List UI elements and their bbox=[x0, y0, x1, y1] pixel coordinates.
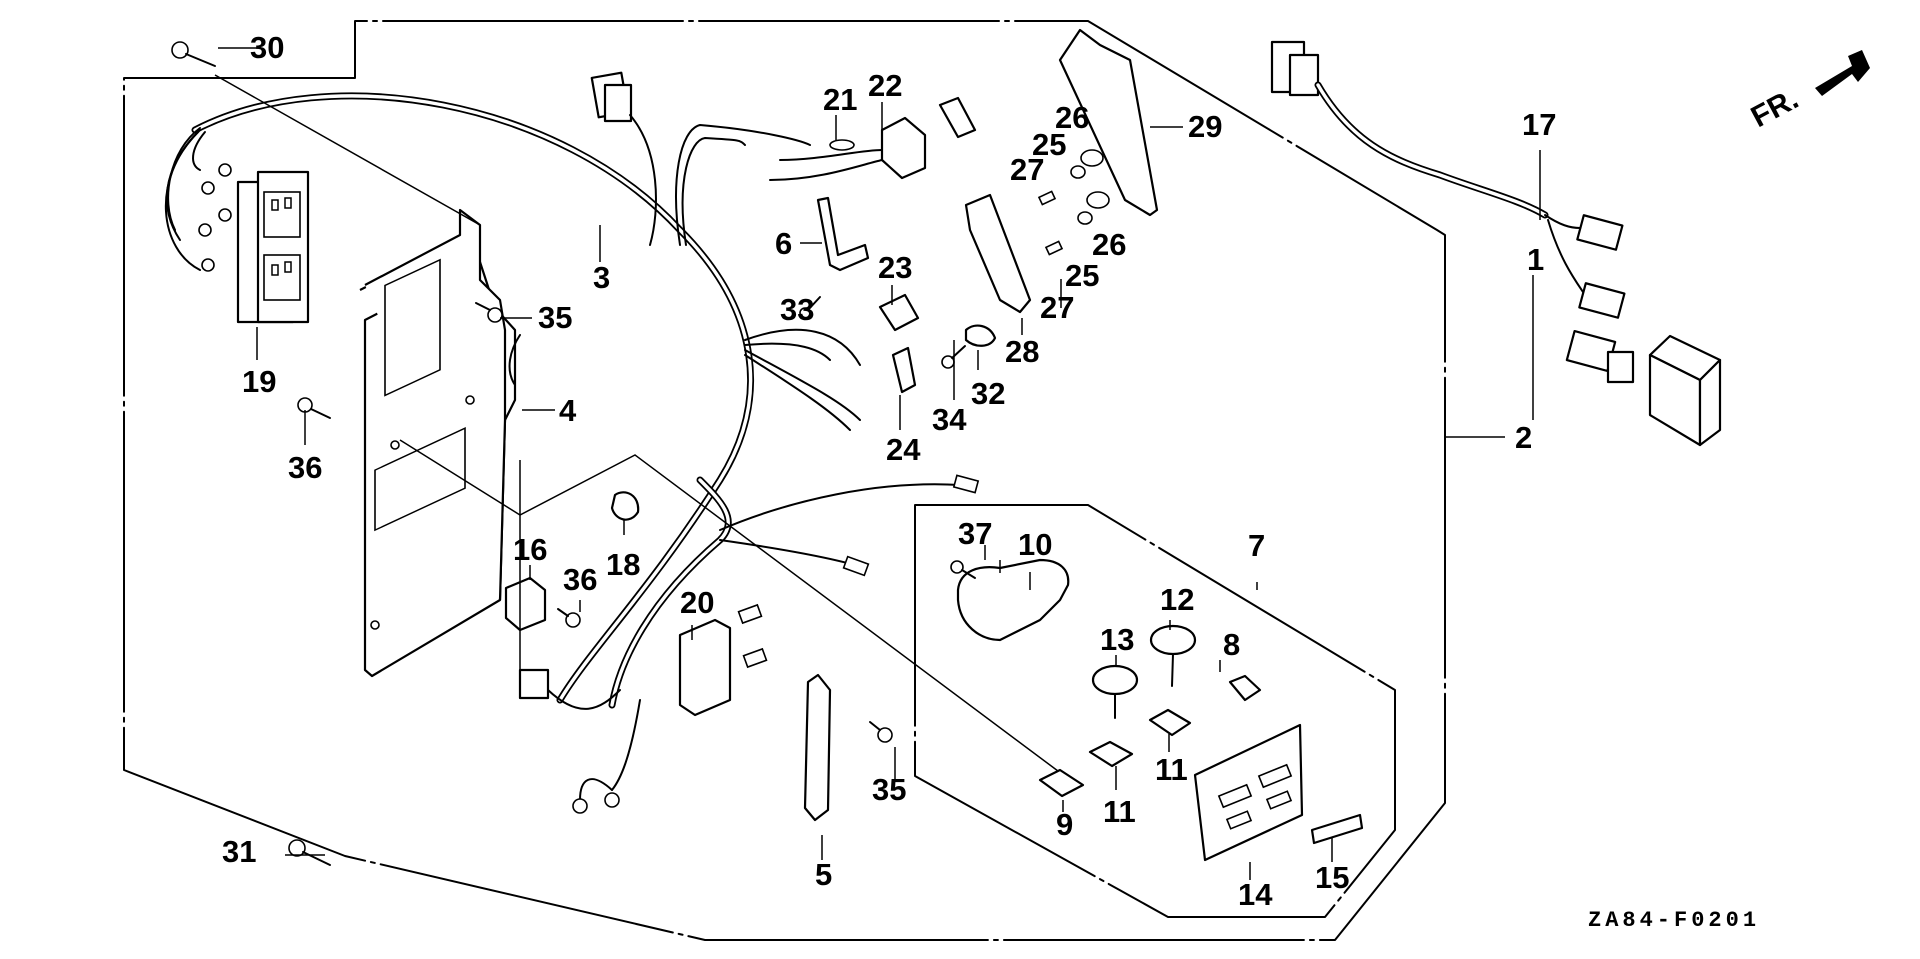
bolt-31 bbox=[288, 839, 331, 866]
callout-29: 29 bbox=[1188, 109, 1222, 144]
receptacle-holder bbox=[956, 558, 1070, 642]
condenser bbox=[678, 603, 768, 717]
callout-11a: 11 bbox=[1155, 752, 1188, 787]
callout-17: 17 bbox=[1522, 107, 1556, 142]
stay-bracket bbox=[803, 673, 832, 822]
callout-34: 34 bbox=[932, 402, 967, 437]
leader-receptacle bbox=[399, 439, 1071, 781]
subassembly-boundary bbox=[914, 504, 1396, 918]
callout-15: 15 bbox=[1315, 860, 1349, 895]
callout-37: 37 bbox=[958, 516, 992, 551]
wire-harness bbox=[165, 71, 980, 814]
callout-6: 6 bbox=[775, 226, 792, 261]
arrow-front-icon bbox=[1815, 50, 1870, 96]
callout-7: 7 bbox=[1248, 528, 1265, 563]
square-washer-11a bbox=[1148, 708, 1192, 737]
micro-switch-24 bbox=[891, 346, 917, 394]
callout-35b: 35 bbox=[872, 772, 906, 807]
button-seal-set bbox=[1037, 149, 1110, 256]
callout-19: 19 bbox=[242, 364, 276, 399]
screw-33 bbox=[799, 296, 821, 319]
callout-27a: 27 bbox=[1010, 152, 1044, 187]
callout-12: 12 bbox=[1160, 582, 1194, 617]
callout-25a: 25 bbox=[1032, 127, 1066, 162]
callout-leaders bbox=[218, 47, 1541, 880]
screw-35a bbox=[475, 302, 503, 323]
clip-nut-8 bbox=[1228, 674, 1262, 702]
callout-23: 23 bbox=[878, 250, 912, 285]
front-direction-indicator: FR. bbox=[1746, 50, 1870, 134]
square-washer-11b bbox=[1088, 740, 1134, 768]
bolt-30 bbox=[171, 41, 216, 67]
callout-labels: 1 2 3 4 5 6 7 8 9 10 11 11 12 13 14 15 1… bbox=[222, 30, 1556, 912]
receptacle bbox=[1193, 723, 1304, 862]
lamp-lens bbox=[938, 96, 977, 139]
callout-8: 8 bbox=[1223, 627, 1240, 662]
callout-36a: 36 bbox=[288, 450, 322, 485]
harness-clamp bbox=[610, 491, 640, 521]
ac-receptacle bbox=[236, 170, 310, 324]
knob-screw-12 bbox=[1149, 624, 1197, 687]
callout-33: 33 bbox=[780, 292, 814, 327]
callout-4: 4 bbox=[559, 393, 577, 428]
callout-26a: 26 bbox=[1055, 100, 1089, 135]
callout-36b: 36 bbox=[563, 562, 597, 597]
regulator-unit bbox=[1565, 329, 1722, 447]
callout-1: 1 bbox=[1527, 242, 1544, 277]
leader-30 bbox=[214, 74, 481, 226]
callout-3: 3 bbox=[593, 260, 610, 295]
callout-31: 31 bbox=[222, 834, 256, 869]
callout-27b: 27 bbox=[1040, 290, 1074, 325]
clip-nut-9 bbox=[1038, 768, 1085, 798]
cord-clamp bbox=[964, 324, 997, 347]
switch-cover bbox=[1058, 28, 1159, 217]
assembly-boundary bbox=[123, 20, 1446, 941]
screw-36a bbox=[297, 397, 331, 419]
callout-25b: 25 bbox=[1065, 258, 1099, 293]
callout-5: 5 bbox=[815, 857, 832, 892]
micro-switch-23 bbox=[878, 293, 920, 332]
callout-10: 10 bbox=[1018, 527, 1052, 562]
callout-14: 14 bbox=[1238, 877, 1273, 912]
callout-16: 16 bbox=[513, 532, 547, 567]
callout-13: 13 bbox=[1100, 622, 1134, 657]
callout-18: 18 bbox=[606, 547, 640, 582]
callout-32: 32 bbox=[971, 376, 1005, 411]
switch-stay bbox=[816, 196, 870, 272]
callout-24: 24 bbox=[886, 432, 921, 467]
callout-30: 30 bbox=[250, 30, 284, 65]
knob-screw-13 bbox=[1091, 664, 1139, 719]
callout-35a: 35 bbox=[538, 300, 572, 335]
callout-2: 2 bbox=[1515, 420, 1532, 455]
screw-37 bbox=[950, 560, 976, 579]
screw-36b bbox=[557, 608, 581, 628]
callout-28: 28 bbox=[1005, 334, 1039, 369]
callout-20: 20 bbox=[680, 585, 714, 620]
pilot-lamp bbox=[769, 116, 927, 181]
diode bbox=[504, 576, 547, 632]
front-label: FR. bbox=[1746, 82, 1804, 134]
control-panel bbox=[359, 208, 521, 678]
lock-washer bbox=[829, 139, 855, 151]
callout-26b: 26 bbox=[1092, 227, 1126, 262]
switch-holder bbox=[964, 193, 1032, 314]
terminal-plate bbox=[1310, 813, 1364, 845]
callout-21: 21 bbox=[823, 82, 857, 117]
callout-11b: 11 bbox=[1103, 794, 1136, 829]
screw-35b bbox=[869, 721, 893, 743]
callout-22: 22 bbox=[868, 68, 902, 103]
figure-code: ZA84-F0201 bbox=[1588, 908, 1760, 933]
callout-9: 9 bbox=[1056, 807, 1073, 842]
sub-harness bbox=[1270, 40, 1626, 319]
